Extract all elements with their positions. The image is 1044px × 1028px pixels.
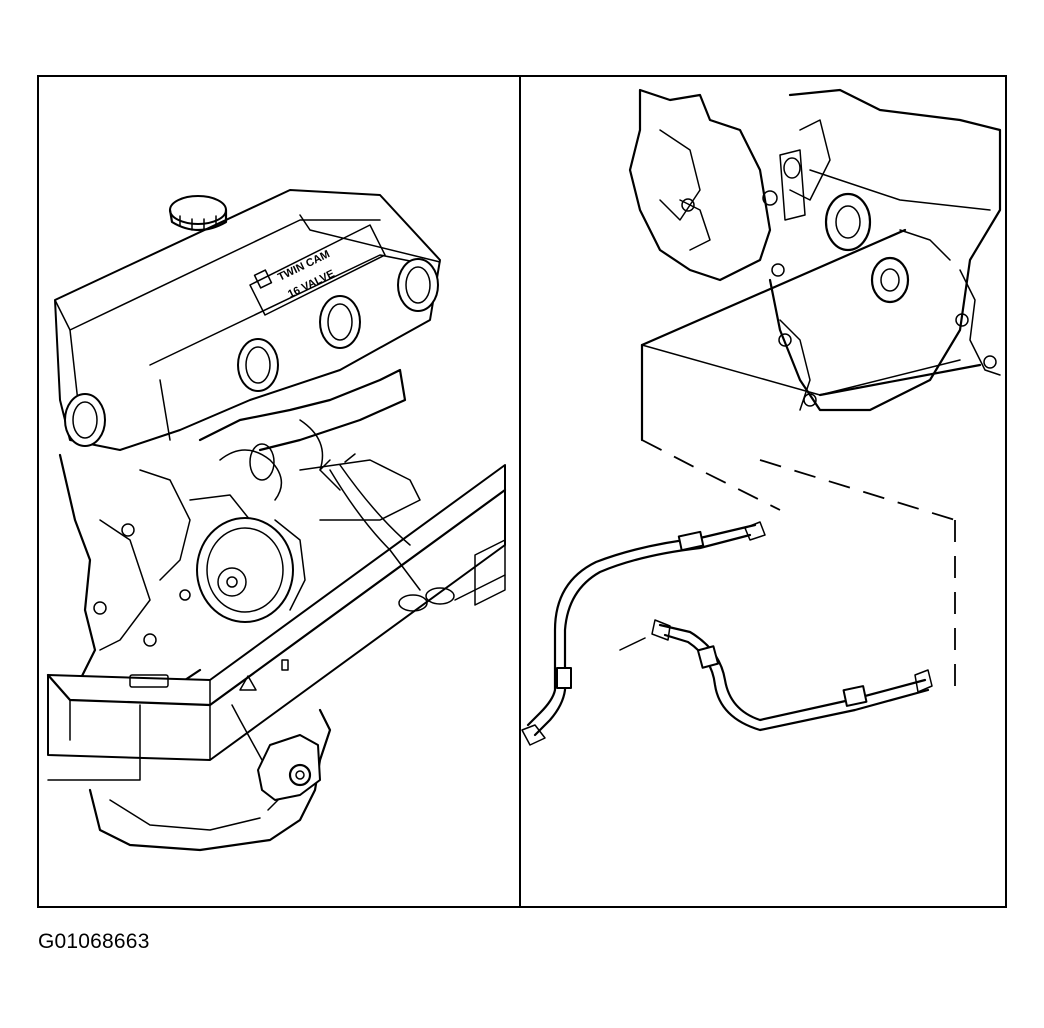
wire-harness-clip [329,464,455,612]
figure-id-caption: G01068663 [38,930,150,953]
timing-pulley [824,192,910,304]
oil-cooler-hose-upper [521,521,766,746]
valve-cover-label-plate [249,224,386,316]
mount-bracket [231,704,321,811]
right-panel-drawing [521,88,1002,746]
oil-cooler-hose-lower [619,619,933,732]
exhaust-manifold [198,368,407,452]
crossmember-outline [640,228,982,700]
oil-filler-cap [168,195,228,232]
crankshaft-pulley [196,517,306,623]
spark-plug-wells [64,258,439,447]
engine-block [58,453,202,702]
crossmember [46,464,507,781]
right-panel-frame [519,75,1007,908]
left-panel-drawing: TWIN CAM 16 VALVE [46,189,507,852]
engine-block-right [628,88,772,282]
oil-pan [88,708,332,852]
